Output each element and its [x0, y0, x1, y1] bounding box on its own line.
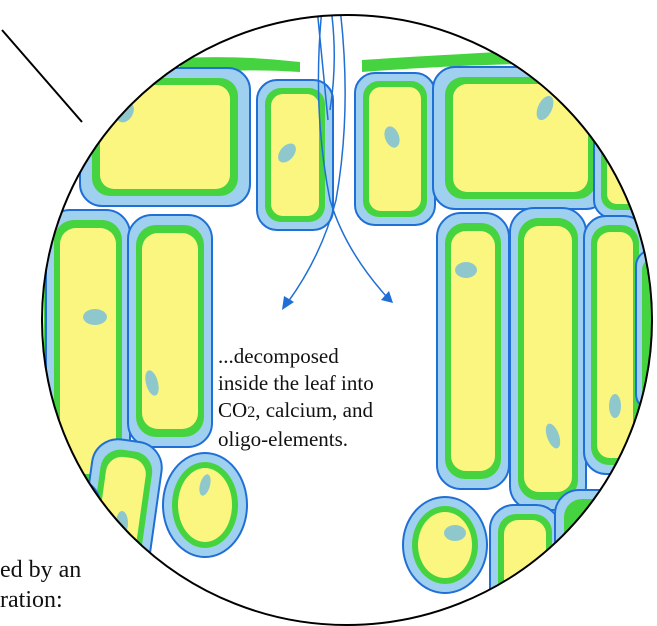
caption-line-3: CO2, calcium, and [218, 397, 454, 426]
cropped-text-fragment: ed by an ration: [0, 555, 81, 615]
caption-line-4: oligo-elements. [218, 426, 454, 453]
cell [433, 67, 608, 209]
nucleus [609, 394, 621, 418]
cell [80, 68, 250, 206]
cell [163, 453, 247, 557]
cell [555, 490, 645, 600]
pointer-line [2, 30, 82, 122]
diagram-caption: ...decomposed inside the leaf into CO2, … [218, 343, 454, 453]
caption-co-rest: , calcium, and [255, 398, 373, 422]
cell [510, 208, 586, 510]
cell [128, 215, 212, 447]
fragment-line-1: ed by an [0, 555, 81, 585]
caption-line-2: inside the leaf into [218, 370, 454, 397]
nucleus [83, 309, 107, 325]
cell [636, 250, 657, 410]
cell [403, 497, 487, 593]
caption-co-subscript: 2 [247, 404, 255, 421]
nucleus [455, 262, 477, 278]
cell [257, 80, 333, 230]
nucleus [444, 525, 466, 541]
magnified-tissue [15, 8, 657, 626]
caption-co: CO [218, 398, 247, 422]
fragment-line-2: ration: [0, 585, 81, 615]
cell [490, 505, 560, 615]
cell [594, 78, 654, 218]
cell [355, 73, 435, 225]
caption-line-1: ...decomposed [218, 343, 454, 370]
